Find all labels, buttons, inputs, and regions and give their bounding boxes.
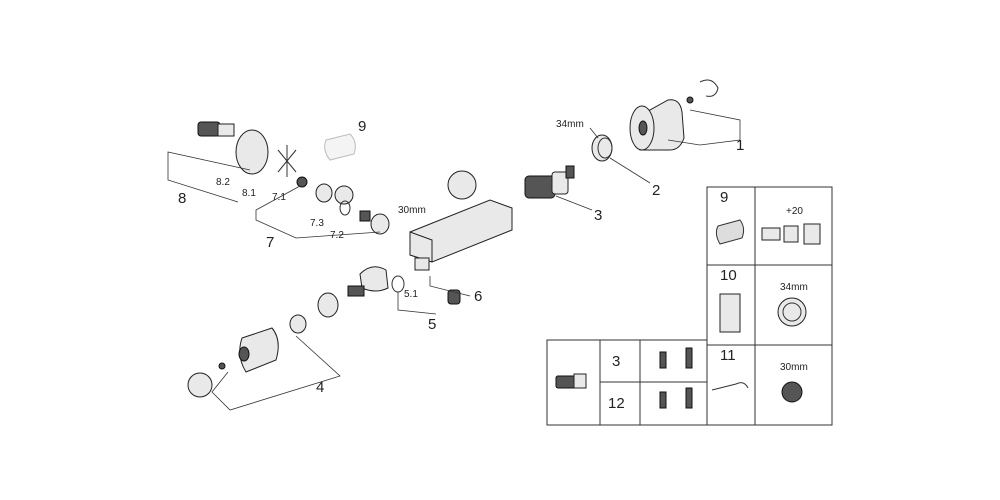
leader-1 [667, 109, 741, 146]
panel-dimension-plus20: +20 [786, 206, 803, 217]
panel-label-10: 10 [720, 267, 737, 284]
part-4-volume-handle [187, 327, 279, 398]
callout-1: 1 [736, 137, 744, 154]
callout-7-3: 7.3 [310, 218, 324, 229]
callout-7: 7 [266, 234, 274, 251]
panel-dimension-34mm: 34mm [780, 282, 808, 293]
callout-8-2: 8.2 [216, 177, 230, 188]
part-5-elbow-set [289, 266, 405, 334]
part-2-ring [591, 134, 613, 162]
callout-6: 6 [474, 288, 482, 305]
callout-2: 2 [652, 182, 660, 199]
part-1-temperature-handle [629, 79, 719, 151]
callout-3: 3 [594, 207, 602, 224]
part-8-s-union [197, 121, 297, 177]
callout-9: 9 [358, 118, 366, 135]
callout-7-2: 7.2 [330, 230, 344, 241]
mixer-body [409, 170, 513, 271]
callout-7-1: 7.1 [272, 192, 286, 203]
part-7-check-valve-set [296, 176, 390, 235]
part-6-plug [447, 289, 461, 305]
spare-parts-panel: 9 10 11 +20 34mm 30mm [706, 186, 833, 426]
part-3-thermostatic-cartridge [524, 165, 575, 199]
callout-5-1: 5.1 [404, 289, 418, 300]
part-9-adapter [324, 133, 356, 161]
cartridge-table: 3 12 [546, 339, 708, 426]
callout-8: 8 [178, 190, 186, 207]
dimension-30mm: 30mm [398, 205, 426, 216]
dimension-34mm: 34mm [556, 119, 584, 130]
callout-8-1: 8.1 [242, 188, 256, 199]
panel-dimension-30mm: 30mm [780, 362, 808, 373]
panel-label-11: 11 [720, 347, 736, 364]
panel-label-9: 9 [720, 189, 728, 206]
table-label-3: 3 [612, 353, 620, 370]
table-label-12: 12 [608, 395, 625, 412]
callout-4: 4 [316, 379, 324, 396]
callout-5: 5 [428, 316, 436, 333]
